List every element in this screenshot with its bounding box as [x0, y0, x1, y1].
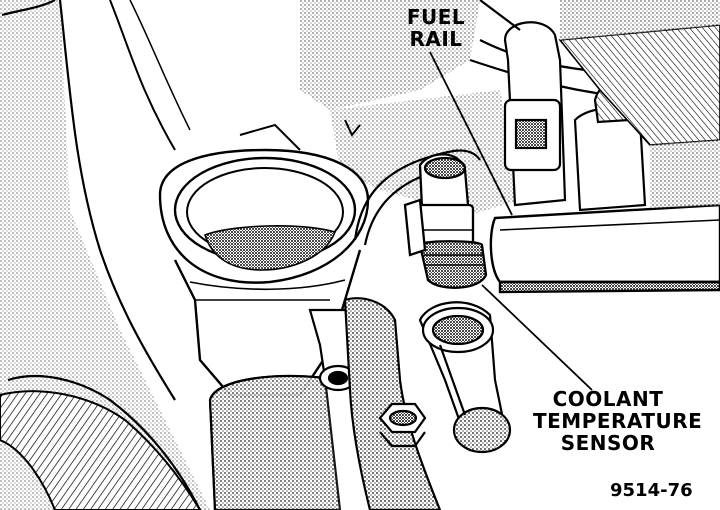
- thermostat-housing: [343, 297, 512, 510]
- leader-lines: [429, 51, 593, 391]
- coolant-temperature-sensor: [403, 153, 488, 289]
- housing-bolt: [378, 402, 427, 448]
- fuel-rail: [489, 203, 720, 294]
- engine-top-hatch: [558, 0, 720, 208]
- bracket: [239, 119, 361, 151]
- coolant-sensor-leader: [481, 284, 593, 391]
- fuel-rail-label-line2: RAIL: [409, 27, 463, 51]
- fuel-rail-label: FUEL RAIL: [396, 6, 476, 50]
- filler-neck: [158, 148, 370, 397]
- lower-housing: [208, 374, 342, 510]
- fuel-rail-leader: [429, 51, 513, 216]
- coolant-sensor-label-line3: SENSOR: [560, 431, 656, 455]
- coolant-sensor-label-line1: COOLANT: [552, 387, 664, 411]
- fuel-rail-label-line1: FUEL: [406, 5, 466, 29]
- coolant-sensor-label: COOLANT TEMPERATURE SENSOR: [533, 387, 703, 455]
- left-panel: [1, 0, 201, 510]
- figure-number: 9514-76: [610, 480, 693, 501]
- coolant-sensor-label-line2: TEMPERATURE: [533, 409, 703, 433]
- injector-connector: [479, 0, 567, 207]
- radiator-hose: [0, 390, 202, 510]
